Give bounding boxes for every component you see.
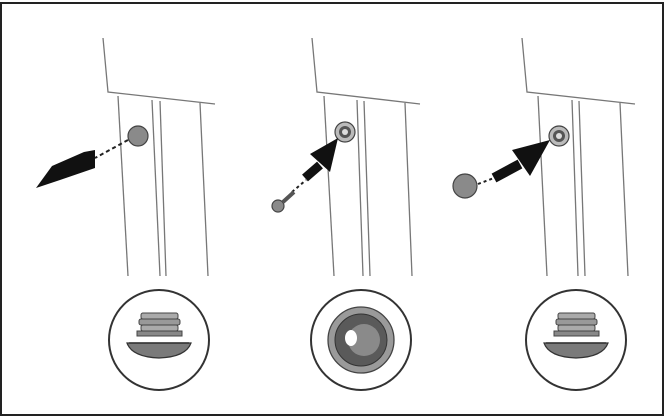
threaded-hole-icon [548, 125, 570, 147]
panel-3 [452, 37, 636, 391]
hole-detail-icon [310, 289, 412, 391]
panel-1-structure [102, 37, 216, 277]
plug-cap-icon [452, 173, 478, 199]
bolt-icon [271, 190, 296, 213]
plug-cap-icon [127, 125, 149, 147]
panel-2-structure [311, 37, 421, 277]
arrow-in-icon [291, 138, 338, 193]
panel-1 [36, 37, 216, 391]
panel-3-structure [521, 37, 636, 277]
threaded-hole-icon [334, 121, 356, 143]
arrow-out-icon [36, 139, 129, 188]
plug-detail-icon [525, 289, 627, 391]
panel-2 [271, 37, 421, 391]
plug-detail-icon [108, 289, 210, 391]
arrow-in-icon [477, 140, 550, 185]
